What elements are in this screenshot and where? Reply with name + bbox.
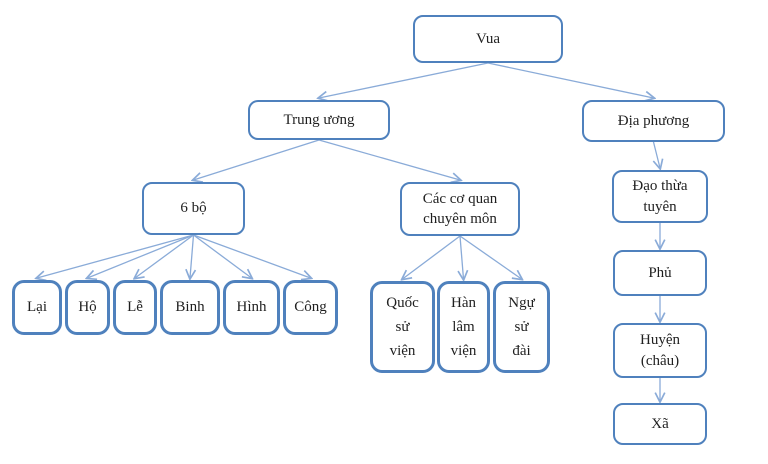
edge-chuyen_mon-han xyxy=(460,235,464,279)
node-huyen-chau: Huyện (châu) xyxy=(613,323,707,378)
node-phu: Phủ xyxy=(613,250,707,296)
edge-trung_uong-chuyen_mon xyxy=(318,139,460,180)
node-dao-thua-tuyen: Đạo thừa tuyên xyxy=(612,170,708,223)
edge-trung_uong-six_bo xyxy=(194,139,320,180)
node-cong: Công xyxy=(283,280,338,335)
node-xa: Xã xyxy=(613,403,707,445)
edge-six_bo-binh xyxy=(190,234,194,278)
edge-vua-trung_uong xyxy=(319,62,489,98)
edge-six_bo-hinh xyxy=(193,234,252,278)
node-quoc-su-vien: Quốc sử viện xyxy=(370,281,435,373)
edge-six_bo-ho xyxy=(88,234,194,278)
node-le: Lễ xyxy=(113,280,157,335)
edge-vua-dia_phuong xyxy=(487,62,654,98)
node-binh: Binh xyxy=(160,280,220,335)
node-dia-phuong: Địa phương xyxy=(582,100,725,142)
node-ho: Hộ xyxy=(65,280,110,335)
node-ngu-su-dai: Ngự sử đài xyxy=(493,281,550,373)
node-cac-co-quan-chuyen-mon: Các cơ quan chuyên môn xyxy=(400,182,520,236)
node-han-lam-vien: Hàn lâm viện xyxy=(437,281,490,373)
edge-chuyen_mon-quoc xyxy=(403,235,461,279)
edge-chuyen_mon-ngu xyxy=(459,235,522,279)
node-trung-uong: Trung ương xyxy=(248,100,390,140)
node-lai: Lại xyxy=(12,280,62,335)
edge-six_bo-lai xyxy=(37,234,194,278)
edge-six_bo-cong xyxy=(193,234,311,278)
edge-six_bo-le xyxy=(135,234,194,278)
edge-dia_phuong-dao xyxy=(654,141,661,168)
node-vua: Vua xyxy=(413,15,563,63)
node-hinh: Hình xyxy=(223,280,280,335)
node-6-bo: 6 bộ xyxy=(142,182,245,235)
